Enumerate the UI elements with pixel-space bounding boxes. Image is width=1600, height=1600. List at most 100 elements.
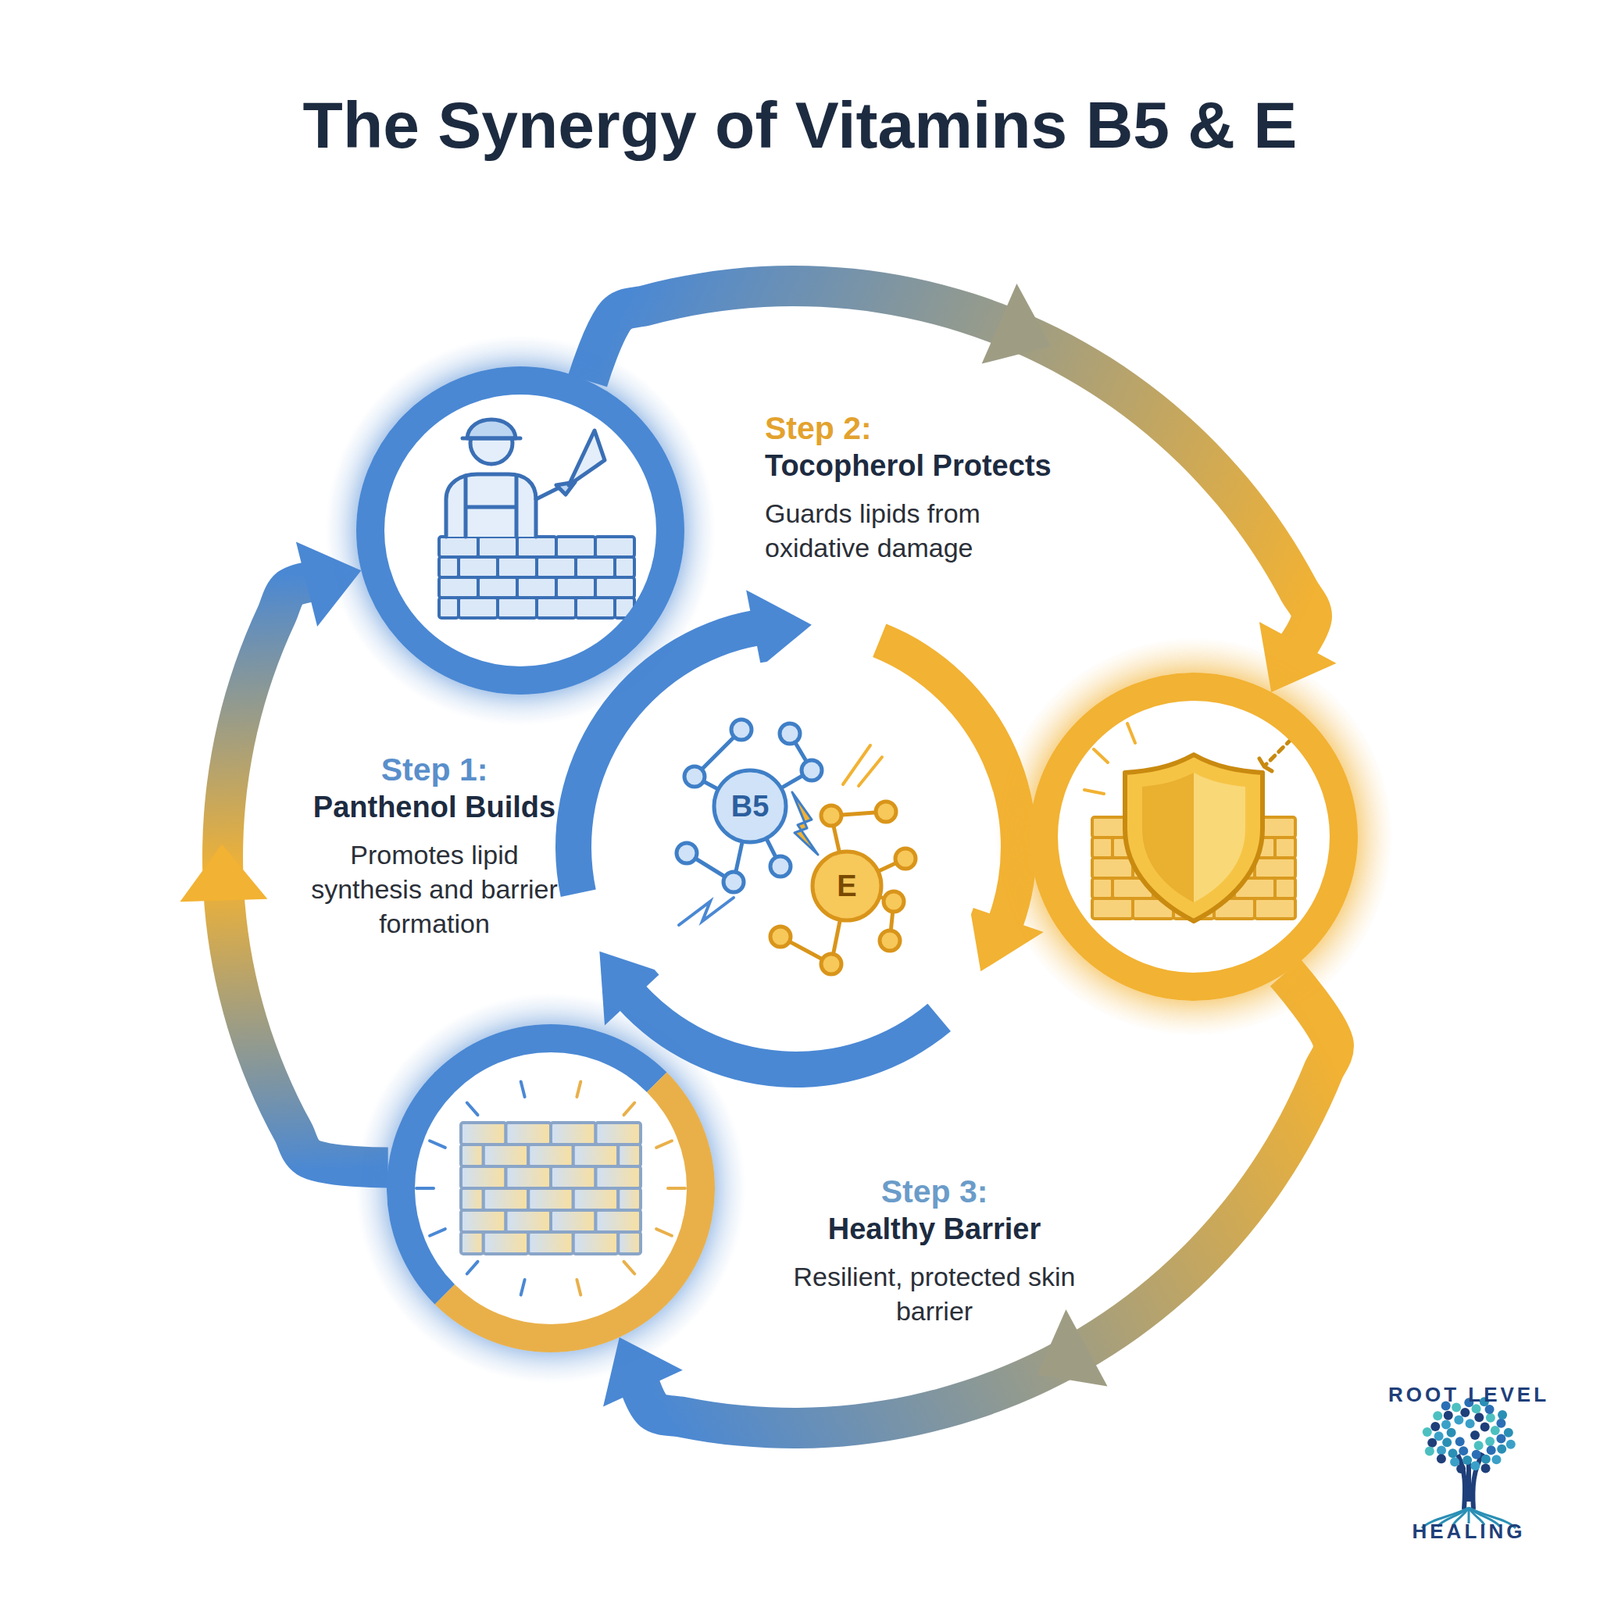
logo-leaf [1460, 1407, 1470, 1418]
brick [550, 1122, 597, 1145]
atom [895, 848, 916, 869]
logo-leaf [1436, 1445, 1447, 1455]
brick [617, 1144, 641, 1167]
brick [528, 1144, 574, 1167]
atom [879, 930, 900, 951]
logo-leaf [1470, 1460, 1480, 1471]
step-circle: Step 3:Healthy BarrierResilient, protect… [386, 1024, 715, 1353]
brick [460, 1166, 507, 1189]
brick [460, 1232, 484, 1254]
logo-leaf [1465, 1418, 1475, 1429]
brick [595, 577, 635, 598]
glow-ray [429, 1228, 446, 1236]
molecule-label: B5 [731, 791, 770, 822]
brick [460, 1122, 507, 1145]
logo-leaf [1442, 1437, 1452, 1447]
logo-leaf [1456, 1464, 1466, 1474]
brick [596, 1166, 642, 1189]
brick [1275, 878, 1296, 899]
logo-leaf [1462, 1455, 1472, 1465]
step-number: Step 3: [774, 1172, 1095, 1211]
logo-leaf [1474, 1412, 1484, 1422]
brick [506, 1210, 552, 1233]
logo-leaf [1448, 1448, 1458, 1458]
atom [684, 766, 705, 787]
brick [439, 597, 459, 618]
glow-ray [656, 1228, 672, 1236]
brick [596, 1122, 642, 1145]
shield-icon-part [1125, 754, 1263, 922]
molecule-icon [676, 719, 916, 975]
glow-ray [576, 1082, 581, 1097]
logo-leaf [1455, 1436, 1465, 1447]
atom [676, 842, 697, 864]
logo-leaf [1471, 1450, 1482, 1460]
step-circle: Step 1:Panthenol BuildsPromotes lipid sy… [356, 366, 685, 695]
brick [536, 557, 576, 578]
brick [1254, 857, 1296, 879]
step-description: Guards lipids from oxidative damage [764, 496, 1054, 565]
brick [483, 1188, 529, 1211]
shield-icon [1084, 723, 1296, 922]
brick [1092, 857, 1133, 879]
bricklayer-icon [439, 419, 635, 618]
brick [517, 577, 557, 598]
brick [614, 557, 635, 578]
atom [801, 760, 822, 781]
logo-leaf [1481, 1454, 1491, 1465]
molecule-icon-part [770, 801, 916, 975]
brick [575, 557, 615, 578]
brick [483, 1144, 529, 1167]
brick [497, 597, 537, 618]
molecule-icon-part [676, 719, 822, 893]
logo-leaf [1470, 1430, 1480, 1440]
logo-leaf [1506, 1439, 1516, 1450]
step-circle: Step 2:Tocopherol ProtectsGuards lipids … [1029, 672, 1358, 1001]
bricklayer-icon-part [462, 436, 521, 441]
molecule-icon-part [842, 745, 883, 786]
shield-icon-part [1193, 772, 1246, 903]
atom [723, 871, 744, 893]
arrowhead [179, 843, 268, 902]
glow-ray [521, 1082, 525, 1097]
glow-ray [467, 1103, 479, 1116]
arrowhead [1037, 1309, 1108, 1387]
atom-core [714, 770, 786, 843]
logo-leaf [1496, 1433, 1506, 1443]
logo-tree [1421, 1396, 1516, 1529]
molecule-label-wrap: B5 [731, 791, 770, 822]
bricklayer-icon-part [467, 419, 516, 439]
brick [550, 1166, 597, 1189]
shield-icon-part [1259, 758, 1272, 772]
brick [478, 577, 518, 598]
brick [506, 1122, 552, 1145]
logo-leaf [1434, 1431, 1444, 1441]
step-description: Resilient, protected skin barrier [785, 1259, 1083, 1329]
glow-ray [624, 1261, 636, 1275]
brick [596, 1210, 642, 1233]
brick [536, 597, 576, 618]
logo-leaf [1422, 1427, 1433, 1437]
brick [528, 1188, 574, 1211]
bricklayer-icon-part [535, 487, 560, 500]
brick [556, 536, 596, 558]
cycle-arrowhead [746, 589, 812, 667]
bricklayer-icon-part [439, 536, 635, 618]
circle-discs-part [364, 374, 677, 687]
atom [821, 805, 842, 826]
brick-wall-icon [416, 1082, 686, 1296]
brick [573, 1188, 619, 1211]
atom [731, 719, 752, 740]
circle-glows-part [325, 335, 716, 726]
logo-leaf [1496, 1418, 1506, 1429]
logo-tree-part [1422, 1396, 1516, 1474]
shield-icon-part [1084, 723, 1136, 794]
brick [1092, 837, 1113, 858]
logo-leaf [1432, 1410, 1443, 1421]
glow-ray [624, 1103, 636, 1116]
step-number: Step 2: [764, 409, 1133, 448]
logo-text-wrap: HEALING [1412, 1519, 1526, 1544]
logo-leaf [1425, 1446, 1435, 1457]
step-number: Step 1: [285, 750, 583, 790]
brick [528, 1232, 574, 1254]
